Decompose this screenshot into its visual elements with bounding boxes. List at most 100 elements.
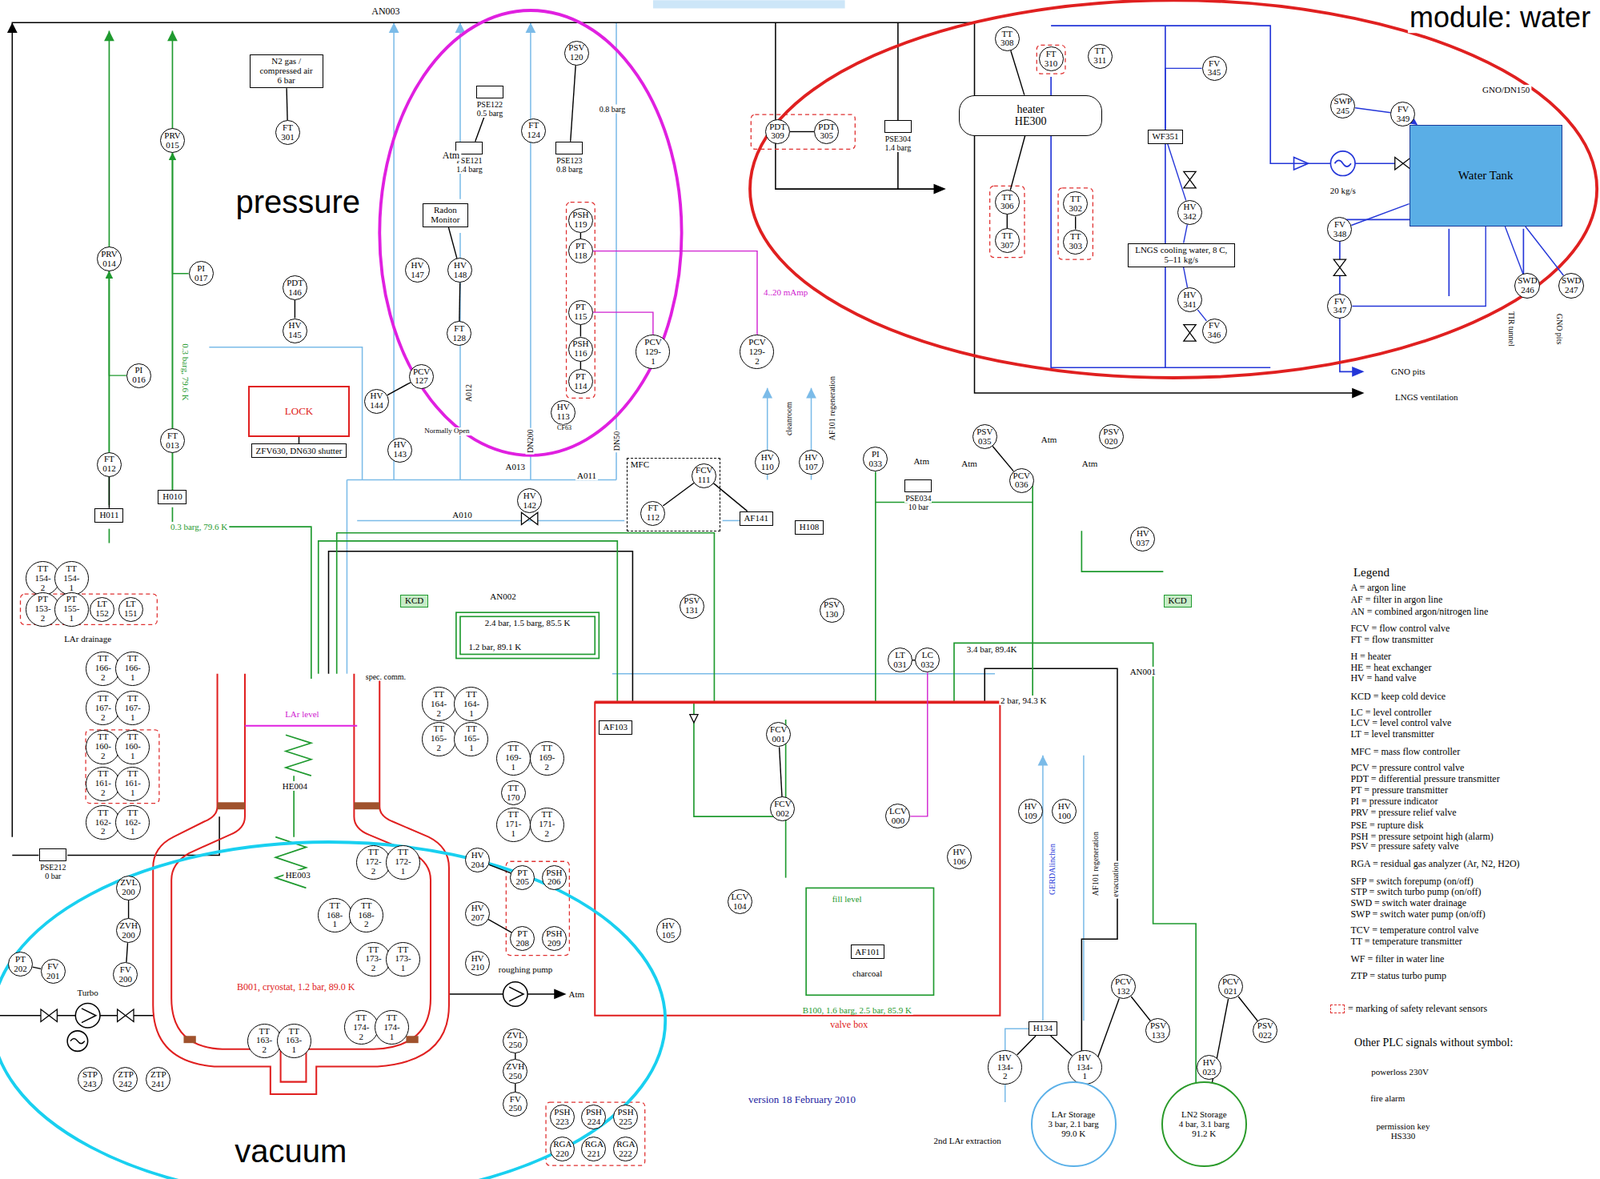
legend-entry: PSE = rupture disk <box>1348 820 1425 831</box>
component-box: WF351 <box>1147 129 1183 145</box>
node-text: RGA 221 <box>585 1139 604 1159</box>
instrument-circle: FT 112 <box>640 501 666 526</box>
node-text: HV 144 <box>369 391 384 411</box>
instrument-circle: PSH 225 <box>613 1104 638 1130</box>
node-text: HV 143 <box>393 440 408 460</box>
instrument-circle: PCV 129-1 <box>635 334 670 369</box>
annotation-label: A012 <box>464 382 474 404</box>
instrument-circle: TT 164-1 <box>453 686 489 722</box>
instrument-circle: TT 167-1 <box>115 690 150 726</box>
legend-text: ZTP = status turbo pump <box>1350 970 1447 982</box>
legend-entry: FT = flow transmitter <box>1348 634 1436 646</box>
instrument-circle: STP 243 <box>77 1066 103 1092</box>
nitrogen-line <box>806 887 934 995</box>
legend-text: PSH = pressure setpoint high (alarm) <box>1350 831 1493 843</box>
node-text: FT 012 <box>102 454 117 474</box>
annotation-label: Other PLC signals without symbol: <box>1352 1036 1515 1049</box>
instrument-circle: PI 033 <box>862 446 888 472</box>
node-text: PI 033 <box>869 449 883 470</box>
node-text: TT 154-2 <box>34 564 51 594</box>
component-box: H010 <box>157 489 187 505</box>
connector <box>448 227 458 259</box>
annotation-label: 2 bar, 94.3 K <box>998 695 1048 706</box>
node-text: HV 113 <box>557 402 570 422</box>
instrument-circle: LCV 000 <box>885 803 911 829</box>
cryostat-outline <box>171 673 431 1083</box>
argon-line <box>612 673 995 675</box>
nitrogen-line <box>108 529 111 544</box>
connector <box>1130 996 1151 1022</box>
annotation-label: valve box <box>828 1020 870 1031</box>
instrument-circle: RGA 220 <box>549 1136 575 1162</box>
connector <box>580 232 582 239</box>
legend-entry: STP = switch turbo pump (on/off) <box>1348 886 1483 898</box>
node-text: SWD 246 <box>1517 276 1537 296</box>
node-text: TT 174-1 <box>383 1013 400 1043</box>
instrument-circle: FV 345 <box>1202 56 1228 81</box>
instrument-circle: PSH 224 <box>581 1104 606 1130</box>
legend-text: SWP = switch water pump (on/off) <box>1350 909 1485 920</box>
instrument-circle: FV 250 <box>502 1091 528 1117</box>
instrument-circle: FV 348 <box>1327 216 1352 242</box>
legend-entry: SWP = switch water pump (on/off) <box>1348 909 1487 920</box>
annotation-label: roughing pump <box>497 964 555 975</box>
instrument-circle: HV 145 <box>282 318 308 344</box>
annotation-label: spec. comm. <box>364 672 408 682</box>
legend-text: PI = pressure indicator <box>1350 796 1438 807</box>
annotation-label: A013 <box>504 461 527 472</box>
instrument-circle: FCV 001 <box>765 721 791 747</box>
annotation-label: DN200 <box>525 427 534 454</box>
node-text: LT 152 <box>95 599 109 619</box>
instrument-circle: PCV 021 <box>1218 974 1244 999</box>
exhaust-line <box>328 551 634 703</box>
module-outline <box>749 0 1597 378</box>
node-text: TT 154-1 <box>63 564 80 594</box>
connector <box>1183 224 1188 243</box>
annotation-label: Atm <box>959 458 979 469</box>
safety-marking <box>545 1102 646 1166</box>
instrument-circle: HV 148 <box>447 257 473 283</box>
node-text: FT 124 <box>527 120 542 141</box>
instrument-circle: HV 341 <box>1177 287 1203 313</box>
annotation-label: pressure <box>233 184 362 220</box>
instrument-circle: PSH 209 <box>541 926 567 951</box>
legend-entry: TCV = temperature control valve <box>1348 925 1480 936</box>
node-text: H108 <box>799 522 819 533</box>
instrument-circle: TT 308 <box>994 26 1020 52</box>
argon-line <box>1042 755 1044 1021</box>
instrument-circle: RGA 221 <box>581 1136 606 1162</box>
instrument-circle: HV 134-2 <box>987 1050 1023 1085</box>
legend-entry: = marking of safety relevant sensors <box>1328 1003 1489 1015</box>
rupture-disk-symbol <box>555 141 583 155</box>
annotation-label: 3.4 bar, 89.4K <box>965 644 1019 654</box>
legend-entry: KCD = keep cold device <box>1348 691 1448 702</box>
cryostat-support <box>405 1035 418 1043</box>
instrument-circle: TT 160-1 <box>115 729 150 765</box>
connector <box>1167 144 1187 201</box>
component-box: AF101 <box>850 944 885 959</box>
legend-text: LC = level controller <box>1350 707 1432 718</box>
nitrogen-line <box>108 31 1196 1086</box>
annotation-label: Atm <box>1039 434 1059 445</box>
instrument-circle: PT 115 <box>568 300 594 325</box>
exhaust-line <box>974 22 1363 393</box>
legend-entry: RGA = residual gas analyzer (Ar, N2, H2O… <box>1348 858 1521 870</box>
node-text: PDT 146 <box>286 278 304 298</box>
connector <box>1238 996 1258 1022</box>
instrument-circle: ZVL 200 <box>116 875 141 901</box>
legend-text: PRV = pressure relief valve <box>1350 807 1456 819</box>
instrument-circle: TT 174-1 <box>374 1010 410 1045</box>
connector <box>593 251 758 336</box>
node-text: ZVH 250 <box>505 1062 525 1082</box>
annotation-label: DN50 <box>612 429 622 453</box>
arrow-head <box>553 989 566 1000</box>
node-text: PT 115 <box>573 302 587 322</box>
node-text: TT 173-1 <box>394 945 411 975</box>
legend-entry: AF = filter in argon line <box>1348 594 1444 606</box>
node-text: 6 bar <box>276 76 295 86</box>
node-text: FT 128 <box>452 324 466 344</box>
argon-line <box>356 520 625 522</box>
annotation-label: vacuum <box>232 1133 349 1169</box>
arrow-head <box>7 22 18 33</box>
node-text: AF103 <box>602 722 628 733</box>
